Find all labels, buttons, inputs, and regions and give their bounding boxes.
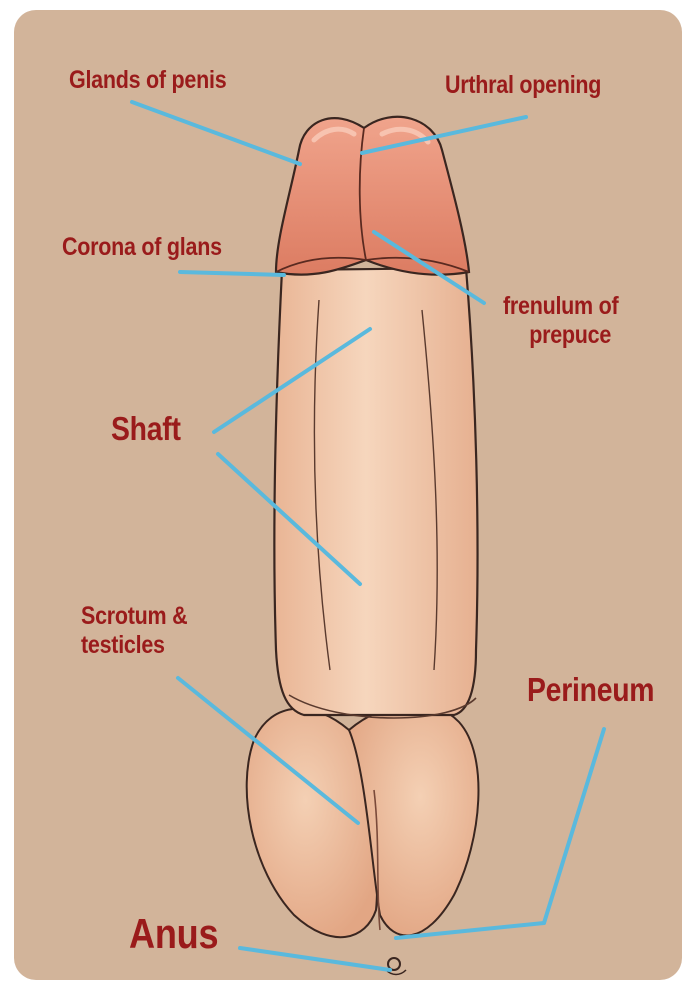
label-scrotum-line2: testicles (81, 631, 187, 660)
label-corona: Corona of glans (62, 233, 222, 262)
label-shaft: Shaft (111, 410, 181, 448)
label-anus: Anus (129, 910, 218, 958)
label-scrotum-line1: Scrotum & (81, 602, 187, 631)
label-frenulum-line2: prepuce (522, 321, 618, 350)
label-frenulum: frenulum of prepuce (503, 292, 618, 350)
label-perineum: Perineum (527, 671, 654, 709)
label-frenulum-line1: frenulum of (503, 292, 618, 321)
anatomy-illustration (14, 10, 682, 980)
diagram-card: Glands of penis Urthral opening Corona o… (14, 10, 682, 980)
label-urethral-opening: Urthral opening (445, 71, 601, 100)
shaft-shape (274, 268, 477, 718)
label-scrotum: Scrotum & testicles (81, 602, 187, 660)
label-glans: Glands of penis (69, 66, 226, 95)
